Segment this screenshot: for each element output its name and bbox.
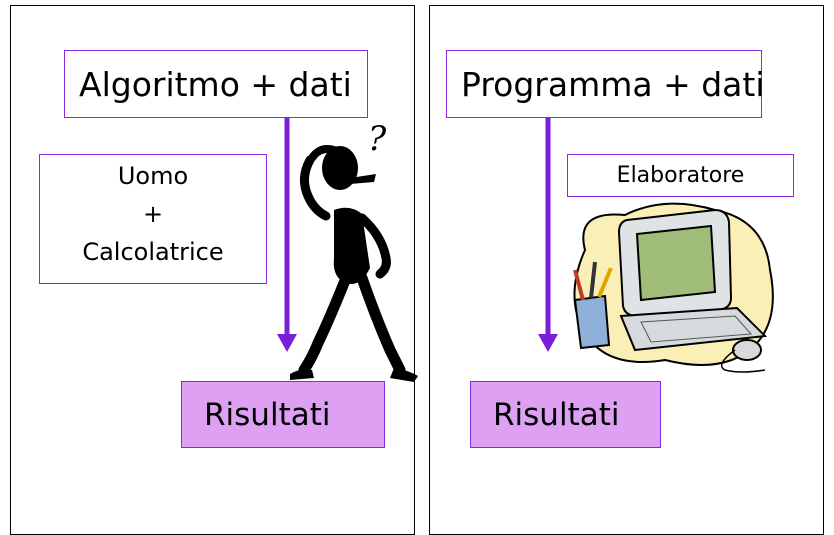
algorithm-title-text: Algoritmo + dati — [79, 64, 352, 104]
algorithm-title-box: Algoritmo + dati — [64, 50, 368, 118]
human-label: Uomo — [117, 162, 189, 190]
program-title-box: Programma + dati — [446, 50, 765, 118]
left-result-text: Risultati — [204, 396, 331, 433]
computer-label: Elaboratore — [616, 163, 745, 188]
right-result-box: Risultati — [470, 381, 661, 448]
left-result-box: Risultati — [181, 381, 385, 448]
computer-clipart — [573, 202, 774, 373]
thinking-man-clipart: ? — [290, 119, 418, 382]
right-result-text: Risultati — [493, 396, 620, 433]
calculator-label: Calcolatrice — [82, 238, 224, 266]
plus-label: + — [142, 200, 164, 228]
svg-text:?: ? — [368, 119, 387, 159]
human-calculator-box: Uomo + Calcolatrice — [39, 154, 267, 284]
program-title-text: Programma + dati — [461, 64, 765, 104]
computer-label-box: Elaboratore — [567, 154, 794, 197]
